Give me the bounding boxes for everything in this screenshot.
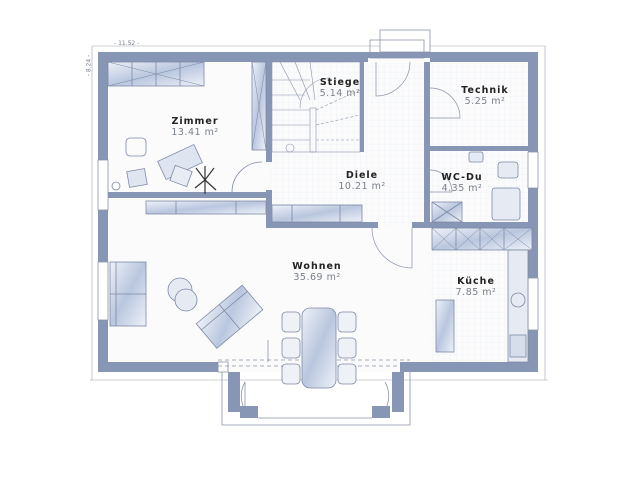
room-area: 4.35 m² bbox=[441, 183, 483, 194]
room-area: 7.85 m² bbox=[455, 287, 497, 298]
room-area: 13.41 m² bbox=[171, 127, 219, 138]
room-name: Technik bbox=[461, 85, 509, 96]
room-label-kueche: Küche 7.85 m² bbox=[456, 276, 497, 298]
dimension-depth: - 8.24 - bbox=[85, 54, 93, 77]
room-label-diele: Diele 10.21 m² bbox=[338, 170, 385, 192]
room-area: 5.25 m² bbox=[464, 96, 506, 107]
room-label-zimmer: Zimmer 13.41 m² bbox=[171, 116, 218, 138]
room-name: Diele bbox=[345, 170, 379, 181]
room-name: Wohnen bbox=[292, 261, 342, 272]
room-area: 35.69 m² bbox=[293, 272, 341, 283]
room-name: Zimmer bbox=[171, 116, 219, 127]
room-name: Küche bbox=[457, 276, 495, 287]
room-label-wc-du: WC-Du 4.35 m² bbox=[441, 172, 482, 194]
room-area: 10.21 m² bbox=[338, 181, 386, 192]
dimension-width: - 11.52 - bbox=[114, 40, 140, 47]
room-label-technik: Technik 5.25 m² bbox=[461, 85, 508, 107]
room-name: WC-Du bbox=[441, 172, 483, 183]
room-label-wohnen: Wohnen 35.69 m² bbox=[292, 261, 341, 283]
room-label-stiege: Stiege 5.14 m² bbox=[320, 77, 361, 99]
room-area: 5.14 m² bbox=[319, 88, 361, 99]
room-name: Stiege bbox=[319, 77, 361, 88]
